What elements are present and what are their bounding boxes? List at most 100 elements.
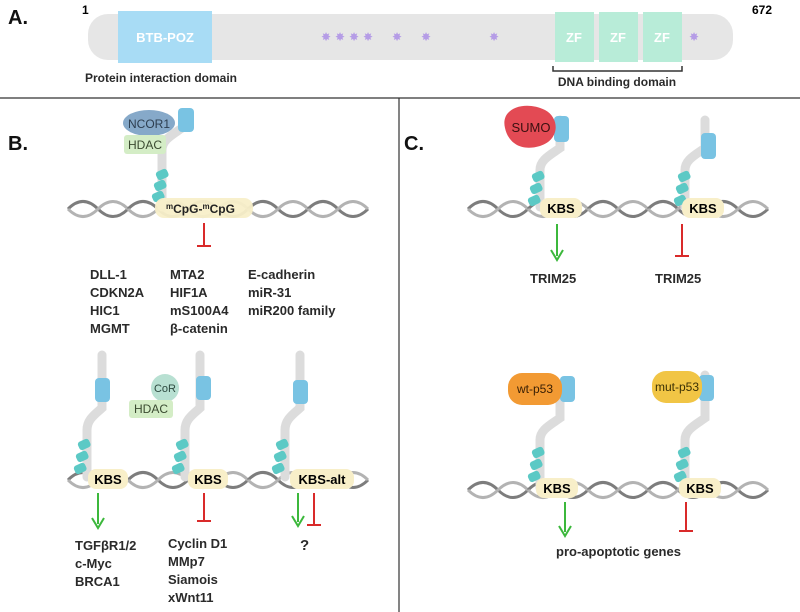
zf-domain-3 [643, 12, 682, 62]
mut-p53-label: mut-p53 [655, 380, 699, 394]
btb-head [196, 376, 211, 400]
cor-label: CoR [154, 383, 176, 395]
btb-poz-label: BTB-POZ [136, 30, 194, 45]
gene-list-col1: DLL-1 CDKN2A HIC1 MGMT [90, 267, 145, 336]
gene: TGFβR1/2 [75, 538, 136, 553]
kbs-site [536, 478, 578, 498]
kbs-alt-site [290, 469, 354, 489]
gene: DLL-1 [90, 267, 127, 282]
kbs-label: KBS [689, 201, 717, 216]
btb-head [178, 108, 194, 132]
zf-beads [271, 438, 289, 475]
kbs-label: KBS [686, 481, 714, 496]
trim25-repressed: TRIM25 [655, 271, 701, 286]
dna-binding-caption: DNA binding domain [558, 75, 676, 89]
zf-beads [151, 168, 169, 203]
panel-a: A. 1 672 BTB-POZ ZF ZF ZF ✸ ✸ ✸ ✸ ✸ ✸ ✸ … [8, 3, 772, 89]
gene: mS100A4 [170, 303, 229, 318]
gene: MTA2 [170, 267, 204, 282]
star-icon: ✸ [321, 30, 331, 44]
btb-head [95, 378, 110, 402]
btb-head [701, 133, 716, 159]
dna-strand-c-bottom [466, 481, 770, 499]
btb-head [554, 116, 569, 142]
pro-apoptotic-genes: pro-apoptotic genes [556, 544, 681, 559]
cpg-site-label: mCpG-mCpG [166, 202, 235, 217]
gene: miR200 family [248, 303, 336, 318]
panel-c: C. SUMO KBS TRIM25 KBS [404, 105, 770, 559]
kbs-label: KBS [543, 481, 571, 496]
zf-beads [527, 170, 545, 207]
kaiso-stalk [82, 350, 107, 482]
wt-p53-label: wt-p53 [516, 382, 553, 396]
btb-head [293, 380, 308, 404]
star-icon: ✸ [363, 30, 373, 44]
star-icon: ✸ [349, 30, 359, 44]
kbs-site [540, 198, 582, 218]
zf-label-3: ZF [654, 30, 670, 45]
gene: E-cadherin [248, 267, 315, 282]
kbs-alt-label: KBS-alt [299, 472, 347, 487]
panel-b: B. NCOR1 HDAC mCpG-mCpG DLL-1 CDKN2A HIC… [8, 108, 370, 605]
star-icon: ✸ [335, 30, 345, 44]
gene: HIC1 [90, 303, 120, 318]
gene: β-catenin [170, 321, 228, 336]
zf-beads [527, 446, 545, 483]
kaiso-stalk [680, 370, 710, 493]
gene: xWnt11 [168, 590, 214, 605]
cpg-site [155, 198, 253, 218]
panel-c-label: C. [404, 133, 424, 155]
btb-head [560, 376, 575, 402]
gene: MGMT [90, 321, 130, 336]
gene: c-Myc [75, 556, 112, 571]
panel-a-label: A. [8, 7, 28, 29]
gene: miR-31 [248, 285, 291, 300]
cor-factor [151, 374, 179, 402]
zf-beads [171, 438, 189, 475]
hdac-label: HDAC [128, 138, 162, 152]
kbs-label: KBS [94, 472, 122, 487]
ncor1-label: NCOR1 [128, 117, 170, 131]
gene: CDKN2A [90, 285, 145, 300]
end-residue: 672 [752, 3, 772, 17]
btb-poz-domain [118, 11, 212, 63]
kbs-site [679, 478, 721, 498]
kbs-site [88, 469, 128, 489]
wt-p53-factor [508, 373, 562, 405]
gene-list-col3: E-cadherin miR-31 miR200 family [248, 267, 336, 318]
zf-domain-2 [599, 12, 638, 62]
zf-beads [673, 170, 691, 207]
kbs-site [682, 198, 724, 218]
activated-genes: TGFβR1/2 c-Myc BRCA1 [75, 538, 136, 589]
gene-list-col2: MTA2 HIF1A mS100A4 β-catenin [170, 267, 229, 336]
panel-b-label: B. [8, 133, 28, 155]
kbs-label: KBS [547, 201, 575, 216]
kbs-label: KBS [194, 472, 222, 487]
mut-p53-factor [652, 371, 702, 403]
hdac-label: HDAC [134, 402, 168, 416]
gene: Cyclin D1 [168, 536, 227, 551]
trim25-activated: TRIM25 [530, 271, 576, 286]
zf-label-1: ZF [566, 30, 582, 45]
ncor1-factor [123, 110, 175, 136]
btb-head [699, 375, 714, 401]
kaiso-stalk [535, 115, 565, 212]
sumo-factor [504, 105, 556, 148]
gene: Siamois [168, 572, 218, 587]
star-icon: ✸ [689, 30, 699, 44]
zf-domain-1 [555, 12, 594, 62]
star-icon: ✸ [421, 30, 431, 44]
hdac-factor [129, 400, 173, 418]
gene: BRCA1 [75, 574, 120, 589]
protein-interaction-caption: Protein interaction domain [85, 71, 237, 85]
star-icon: ✸ [392, 30, 402, 44]
star-icon: ✸ [489, 30, 499, 44]
kaiso-stalk [180, 350, 205, 482]
kbs-site [188, 469, 228, 489]
repressed-genes: Cyclin D1 MMp7 Siamois xWnt11 [168, 536, 227, 605]
gene: MMp7 [168, 554, 205, 569]
hdac-factor [124, 135, 166, 154]
kaiso-stalk [535, 380, 565, 493]
zf-beads [73, 438, 91, 475]
start-residue: 1 [82, 3, 89, 17]
